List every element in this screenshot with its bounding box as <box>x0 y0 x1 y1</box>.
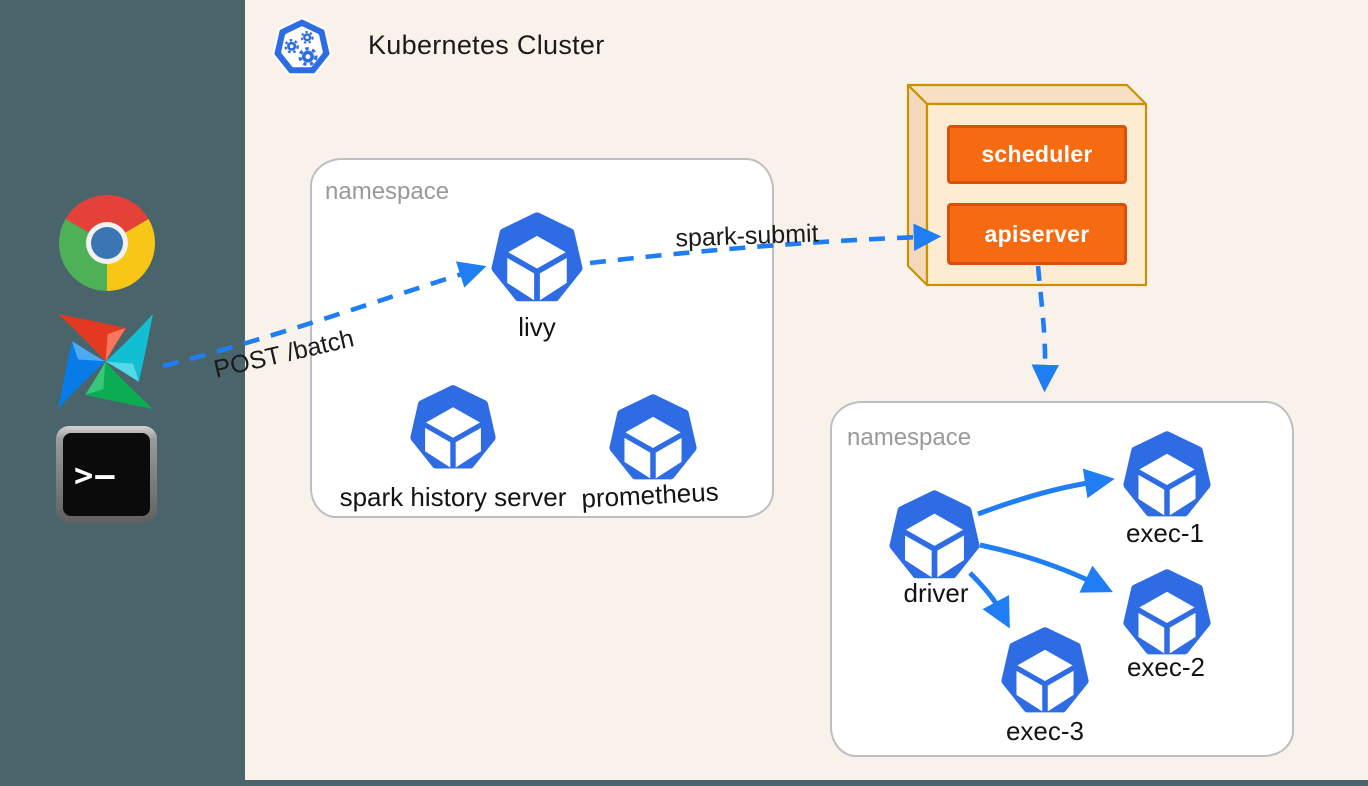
pod-label-exec1: exec-1 <box>1125 518 1205 548</box>
pod-label-exec3: exec-3 <box>1005 716 1085 746</box>
namespace-label: namespace <box>847 424 972 451</box>
pod-label-driver: driver <box>903 578 969 608</box>
pod-label-exec2: exec-2 <box>1126 652 1206 682</box>
airflow-icon <box>58 314 153 409</box>
pod-label-spark-history-server: spark history server <box>339 482 567 512</box>
chrome-icon <box>58 194 156 291</box>
terminal-prompt: >– <box>63 433 150 516</box>
pod-exec1-icon <box>1121 428 1213 520</box>
pod-prometheus-icon <box>607 391 699 483</box>
namespace-label: namespace <box>325 178 450 205</box>
terminal-icon: >– <box>56 426 157 523</box>
kubernetes-logo-icon <box>272 17 332 76</box>
pod-livy-icon <box>489 209 585 305</box>
apiserver-component: apiserver <box>947 203 1127 265</box>
pod-label-livy: livy <box>518 312 556 342</box>
pod-driver-icon <box>887 487 982 582</box>
scheduler-component: scheduler <box>947 125 1127 184</box>
pod-spark-history-server-icon <box>408 382 498 472</box>
pod-exec2-icon <box>1121 566 1213 658</box>
cluster-title: Kubernetes Cluster <box>368 30 605 60</box>
pod-exec3-icon <box>999 624 1091 716</box>
